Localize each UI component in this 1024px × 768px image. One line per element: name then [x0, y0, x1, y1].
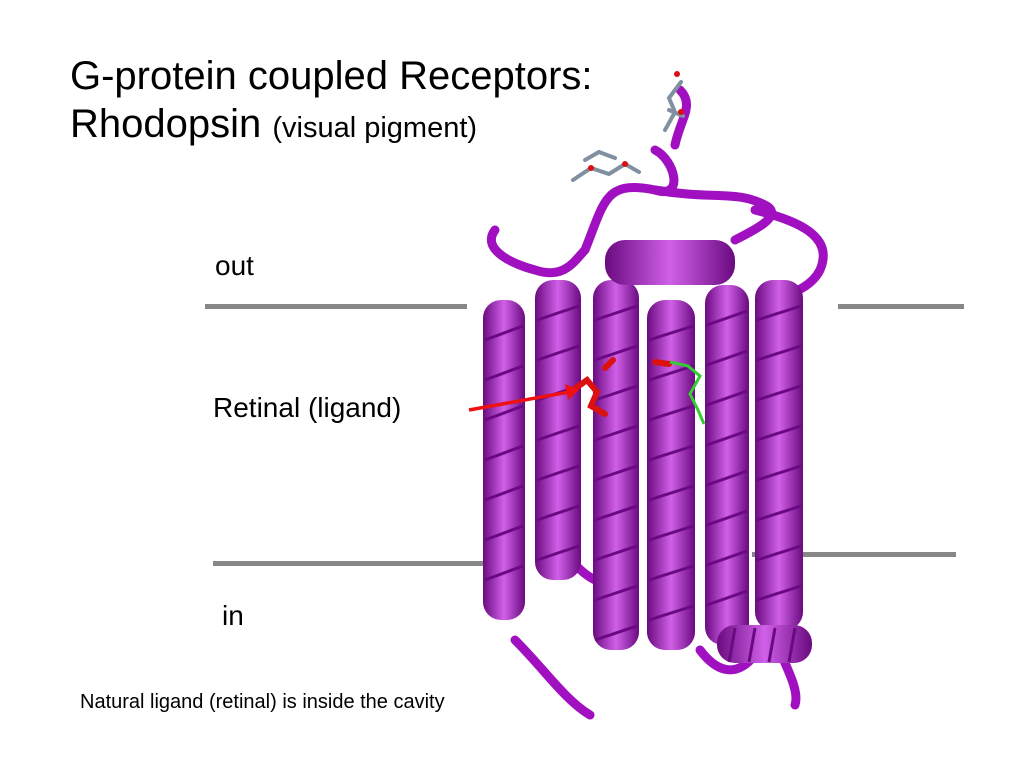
arrow-right-icon [468, 384, 579, 412]
slide-title: G-protein coupled Receptors: Rhodopsin (… [70, 52, 593, 152]
helix-4 [647, 300, 695, 650]
slide-caption: Natural ligand (retinal) is inside the c… [80, 691, 445, 713]
side-chain [669, 360, 706, 425]
helix-turns [484, 304, 802, 663]
helix-extracellular [605, 240, 735, 285]
helix-5 [705, 285, 749, 645]
label-in: in [222, 600, 244, 631]
title-line-2: Rhodopsin (visual pigment) [70, 100, 593, 152]
helix-2 [535, 280, 581, 580]
title-line-1: G-protein coupled Receptors: [70, 54, 593, 98]
label-ligand: Retinal (ligand) [213, 392, 402, 423]
retinal-ligand [570, 357, 672, 417]
title-sub: (visual pigment) [272, 112, 478, 144]
membrane-line-bottom-left [213, 561, 503, 566]
membrane-line-top-right [838, 304, 964, 309]
label-out: out [215, 250, 254, 281]
rhodopsin-ribbon-icon [483, 71, 828, 720]
helix-1 [483, 300, 525, 620]
membrane-line-top-left [205, 304, 467, 309]
helix-8 [717, 625, 812, 663]
transmembrane-helices [483, 240, 812, 663]
title-main: Rhodopsin [70, 102, 262, 146]
glycan-sticks [571, 80, 685, 182]
helix-6 [755, 280, 803, 630]
membrane-line-bottom-right [752, 552, 956, 557]
glycan-oxygens [588, 71, 684, 171]
